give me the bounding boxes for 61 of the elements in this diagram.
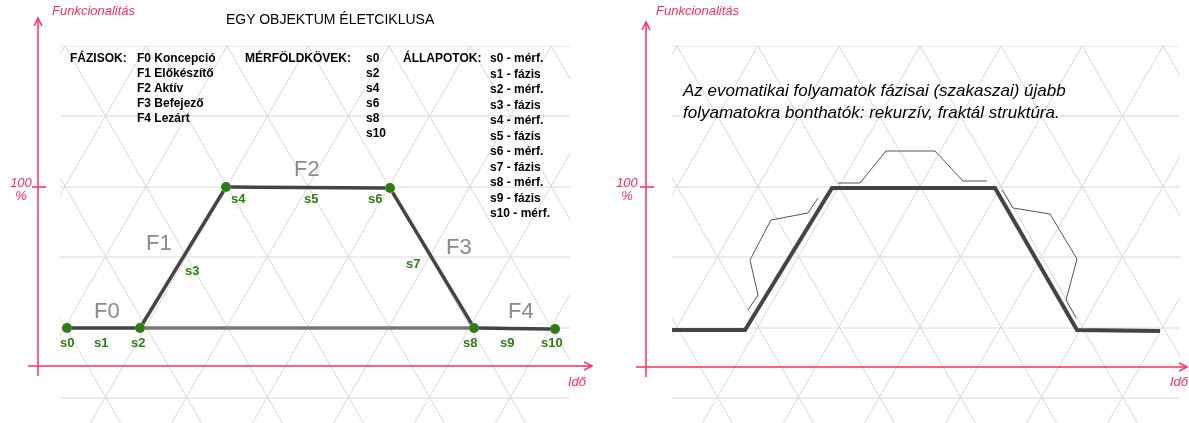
note-text: Az evomatikai folyamatok fázisai (szakaszai) újabb folyamatokra bonthatók: rekurzív, fraktál struktúra. bbox=[683, 80, 1067, 125]
tick-label: 100 % bbox=[9, 176, 33, 202]
phase-label: F3 bbox=[446, 236, 472, 258]
phase-label: F4 bbox=[508, 300, 534, 322]
legend-entry: s6 - mérf. bbox=[490, 145, 544, 157]
milestone-label: s4 bbox=[231, 192, 246, 205]
legend-entry: s7 - fázis bbox=[490, 160, 541, 173]
legend-entry: s2 bbox=[366, 67, 380, 79]
state-label: s1 bbox=[94, 336, 109, 349]
milestone-dot bbox=[221, 182, 231, 192]
milestone-label: s2 bbox=[131, 336, 146, 349]
axis-label: Funkcionalitás bbox=[52, 4, 136, 17]
axis-label: Idő bbox=[1170, 375, 1189, 388]
legend-entry: s8 - mérf. bbox=[490, 176, 544, 188]
tick-label: 100 % bbox=[615, 176, 639, 202]
legend-entry: s5 - fázis bbox=[490, 129, 541, 142]
legend-entry: F0 Koncepció bbox=[137, 52, 216, 64]
lifecycle-line bbox=[391, 191, 473, 325]
legend-entry: s9 - fázis bbox=[490, 191, 541, 204]
lifecycle-line bbox=[478, 326, 551, 331]
state-label: s7 bbox=[406, 257, 421, 270]
phase-label: F0 bbox=[94, 300, 120, 322]
milestone-dot bbox=[550, 324, 560, 334]
milestone-label: s6 bbox=[368, 192, 383, 205]
legend-entry: s3 - fázis bbox=[490, 98, 541, 111]
diagram-title: EGY OBJEKTUM ÉLETCIKLUSA bbox=[226, 12, 435, 26]
phase-label: F2 bbox=[294, 158, 320, 180]
milestone-label: s0 bbox=[60, 336, 75, 349]
legend-heading: MÉRFÖLDKÖVEK: bbox=[245, 52, 351, 64]
legend-entry: s4 bbox=[366, 82, 380, 94]
legend-entry: s8 bbox=[366, 112, 380, 124]
legend-heading: ÁLLAPOTOK: bbox=[403, 52, 482, 64]
legend-entry: s10 bbox=[366, 127, 387, 139]
axis-label: Funkcionalitás bbox=[656, 4, 740, 17]
legend-heading: FÁZISOK: bbox=[70, 52, 127, 64]
legend-entry: s6 bbox=[366, 97, 380, 109]
legend-entry: s4 - mérf. bbox=[490, 114, 544, 126]
legend-entry: F2 Aktív bbox=[137, 82, 184, 94]
milestone-dot bbox=[385, 183, 395, 193]
lifecycle-line bbox=[141, 190, 225, 325]
state-label: s5 bbox=[304, 192, 319, 205]
milestone-dot bbox=[469, 323, 479, 333]
lifecycle-line bbox=[72, 326, 135, 330]
legend-entry: s0 - mérf. bbox=[490, 52, 544, 64]
legend-entry: F4 Lezárt bbox=[137, 112, 190, 124]
baseline bbox=[145, 326, 469, 330]
state-label: s9 bbox=[500, 336, 515, 349]
legend-entry: s10 - mérf. bbox=[490, 207, 551, 219]
phase-label: F1 bbox=[146, 232, 172, 254]
milestone-label: s8 bbox=[463, 336, 478, 349]
legend-entry: s2 - mérf. bbox=[490, 83, 544, 95]
milestone-dot bbox=[135, 323, 145, 333]
legend-entry: s0 bbox=[366, 52, 380, 64]
axis-label: Idő bbox=[568, 375, 587, 388]
legend-entry: s1 - fázis bbox=[490, 67, 541, 80]
milestone-label: s10 bbox=[541, 336, 563, 349]
milestone-dot bbox=[62, 323, 72, 333]
state-label: s3 bbox=[185, 264, 200, 277]
legend-entry: F1 Előkészítő bbox=[137, 67, 214, 79]
lifecycle-line bbox=[231, 185, 385, 190]
legend-entry: F3 Befejező bbox=[137, 97, 204, 109]
